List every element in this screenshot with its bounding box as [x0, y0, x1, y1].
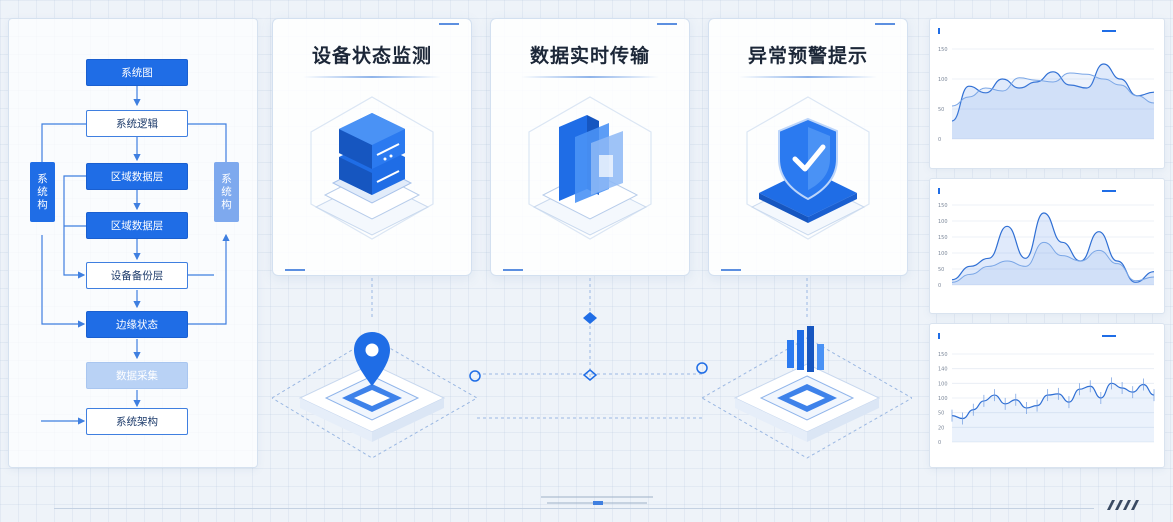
- y-tick-label: 100: [938, 396, 948, 402]
- legend-mark: [1102, 335, 1116, 337]
- flow-connectors: [41, 84, 230, 425]
- corner-mark: [503, 269, 523, 271]
- flow-node-2: 系统逻辑: [86, 110, 188, 137]
- flow-node-6: 边缘状态: [86, 311, 188, 338]
- flow-node-7: 数据采集: [86, 362, 188, 389]
- flow-side-left: 系统构: [30, 162, 55, 222]
- legend-mark: [1102, 30, 1116, 32]
- footer-center-mark: [541, 496, 653, 505]
- card-anomaly-alert: 异常预警提示: [708, 18, 908, 276]
- flow-node-1: 系统图: [86, 59, 188, 86]
- corner-mark: [721, 269, 741, 271]
- chart-header-mark: [938, 28, 940, 34]
- y-tick-label: 150: [938, 352, 948, 358]
- series-area: [952, 383, 1154, 442]
- flow-diagram-panel: 系统图 系统逻辑 区域数据层 区域数据层 设备备份层 边缘状态 数据采集 系统架…: [8, 18, 258, 468]
- corner-mark: [439, 23, 459, 25]
- chart-panel-1: 150 100 50 0: [929, 18, 1165, 169]
- flow-node-4: 区域数据层: [86, 212, 188, 239]
- card-title: 设备状态监测: [311, 45, 432, 67]
- y-tick-label: 100: [938, 381, 948, 387]
- chart-header-mark: [938, 188, 940, 194]
- series-area: [952, 73, 1154, 139]
- y-tick-label: 50: [938, 267, 944, 273]
- bottom-icons: [271, 278, 912, 459]
- corner-mark: [875, 23, 895, 25]
- series-line: [951, 212, 1155, 283]
- flow-node-5: 设备备份层: [86, 262, 188, 289]
- series-line: [951, 382, 1155, 420]
- title-rule: [521, 76, 659, 78]
- card-device-monitoring: 设备状态监测: [272, 18, 472, 276]
- flow-node-3: 区域数据层: [86, 163, 188, 190]
- chart-3: 150 140 100 100 50 20 0: [938, 333, 1155, 446]
- title-rule: [739, 76, 877, 78]
- y-tick-label: 0: [938, 283, 941, 289]
- y-tick-label: 150: [938, 47, 948, 53]
- legend-mark: [1102, 190, 1116, 192]
- data-panel-icon: [528, 96, 652, 240]
- corner-mark: [285, 269, 305, 271]
- footer-divider: [54, 508, 1094, 509]
- chart-header-mark: [938, 333, 940, 339]
- chart-panel-2: 150 100 150 100 50 0: [929, 178, 1165, 314]
- series-area: [952, 64, 1154, 139]
- series-line: [951, 63, 1155, 122]
- series-line: [951, 72, 1155, 107]
- card-title: 异常预警提示: [747, 45, 868, 67]
- series-area: [952, 242, 1154, 285]
- footer-stripes-icon: [1107, 500, 1139, 510]
- y-tick-label: 50: [938, 107, 944, 113]
- corner-mark: [657, 23, 677, 25]
- y-tick-label: 140: [938, 367, 948, 373]
- chart-1: 150 100 50 0: [938, 28, 1155, 143]
- y-tick-label: 100: [938, 77, 948, 83]
- shield-check-icon: [746, 96, 870, 240]
- y-tick-label: 150: [938, 235, 948, 241]
- y-tick-label: 0: [938, 137, 941, 143]
- chart-panel-3: 150 140 100 100 50 20 0: [929, 323, 1165, 468]
- y-tick-label: 150: [938, 203, 948, 209]
- card-title: 数据实时传输: [529, 45, 650, 67]
- flow-side-right: 系统构: [214, 162, 239, 222]
- chart-2: 150 100 150 100 50 0: [938, 188, 1155, 289]
- server-icon: [310, 96, 434, 240]
- card-data-transfer: 数据实时传输: [490, 18, 690, 276]
- y-tick-label: 20: [938, 425, 944, 431]
- y-tick-label: 100: [938, 251, 948, 257]
- series-line: [951, 241, 1155, 283]
- y-tick-label: 100: [938, 219, 948, 225]
- y-tick-label: 50: [938, 411, 944, 417]
- flow-node-8: 系统架构: [86, 408, 188, 435]
- y-tick-label: 0: [938, 440, 941, 446]
- title-rule: [303, 76, 441, 78]
